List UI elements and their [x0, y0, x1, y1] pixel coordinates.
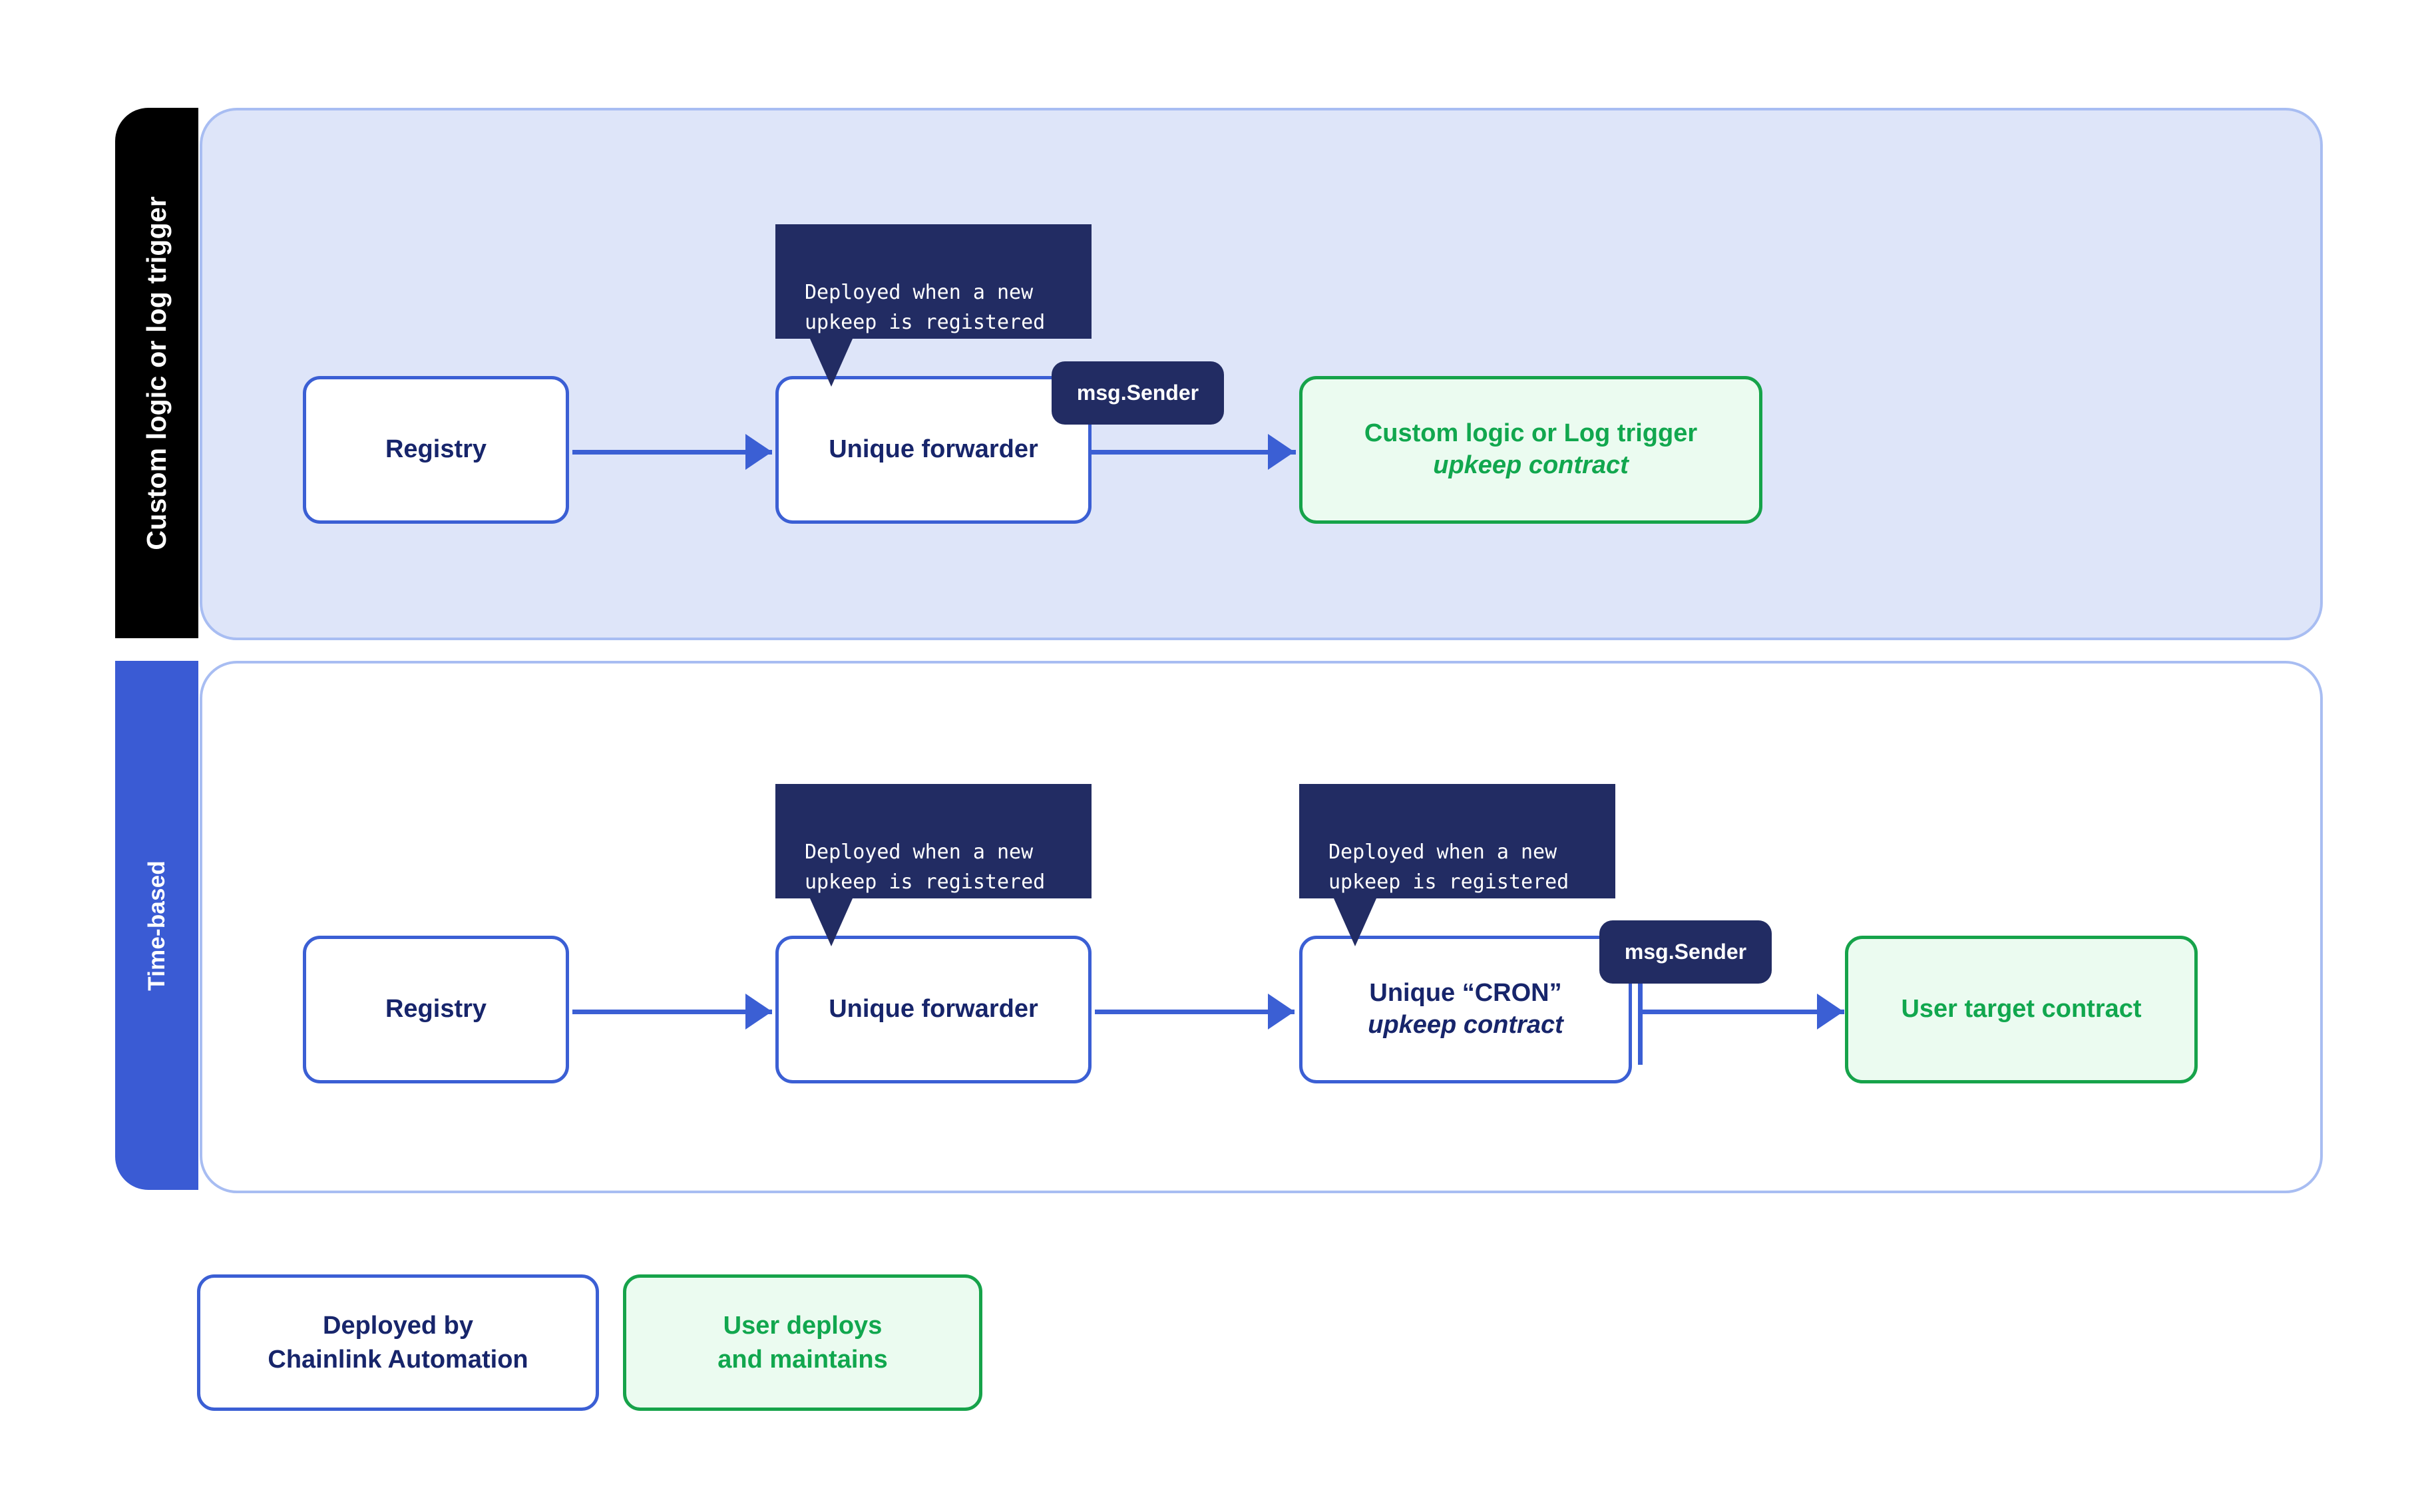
callout-text: Deployed when a new upkeep is registered [1328, 840, 1569, 894]
node-label: User target contract [1901, 995, 2142, 1024]
swimlane-panel-time-based [200, 661, 2323, 1193]
arrowhead-forwarder-row2 [745, 994, 772, 1030]
connector-cron-to-user-target-row2 [1638, 1010, 1844, 1014]
callout-cron-deployed-row2: Deployed when a new upkeep is registered [1299, 784, 1615, 946]
node-unique-cron-upkeep-contract-row2[interactable]: Unique “CRON” upkeep contract [1299, 936, 1632, 1083]
callout-forwarder-deployed-row1: Deployed when a new upkeep is registered [775, 224, 1092, 387]
node-custom-logic-upkeep-contract-row1[interactable]: Custom logic or Log trigger upkeep contr… [1299, 376, 1762, 524]
lane-label-custom-logic-or-log-trigger: Custom logic or log trigger [115, 108, 198, 638]
lane-label-time-based: Time-based [115, 661, 198, 1190]
callout-text: Deployed when a new upkeep is registered [805, 280, 1046, 335]
connector-forwarder-to-target-row1 [1063, 450, 1296, 455]
connector-forwarder-to-cron-row2 [1095, 1010, 1295, 1014]
connector-registry-to-forwarder-row2 [572, 1010, 772, 1014]
arrowhead-target-row1 [1268, 434, 1295, 470]
node-unique-forwarder-row2[interactable]: Unique forwarder [775, 936, 1092, 1083]
node-label-line2: upkeep contract [1433, 451, 1629, 479]
pill-msg-sender-row2: msg.Sender [1599, 920, 1772, 984]
node-label: Unique forwarder [829, 435, 1038, 464]
pill-label: msg.Sender [1624, 940, 1747, 964]
node-registry-row1[interactable]: Registry [303, 376, 569, 524]
pill-msg-sender-row1: msg.Sender [1052, 361, 1224, 425]
lane-label-text: Time-based [143, 860, 170, 991]
node-label: Registry [385, 995, 487, 1024]
node-user-target-contract-row2[interactable]: User target contract [1845, 936, 2198, 1083]
callout-tail [1334, 898, 1376, 946]
node-label: Registry [385, 435, 487, 464]
callout-tail [810, 339, 853, 387]
swimlane-panel-custom-logic [200, 108, 2323, 640]
connector-msgsender-droplink-row2 [1638, 972, 1643, 1065]
connector-registry-to-forwarder-row1 [572, 450, 772, 455]
legend-label-line2: and maintains [717, 1345, 888, 1374]
node-unique-forwarder-row1[interactable]: Unique forwarder [775, 376, 1092, 524]
arrowhead-forwarder-row1 [745, 434, 772, 470]
callout-text: Deployed when a new upkeep is registered [805, 840, 1046, 894]
legend-label-line1: Deployed by [323, 1311, 473, 1340]
node-label-line1: Custom logic or Log trigger [1364, 419, 1698, 448]
node-registry-row2[interactable]: Registry [303, 936, 569, 1083]
node-label-line2: upkeep contract [1368, 1011, 1563, 1039]
legend-label-line1: User deploys [723, 1311, 883, 1340]
node-label-line1: Unique “CRON” [1369, 979, 1562, 1008]
legend-deployed-by-chainlink-automation: Deployed by Chainlink Automation [197, 1274, 599, 1411]
lane-label-text: Custom logic or log trigger [141, 196, 172, 550]
legend-user-deploys-and-maintains: User deploys and maintains [623, 1274, 982, 1411]
callout-forwarder-deployed-row2: Deployed when a new upkeep is registered [775, 784, 1092, 946]
callout-tail [810, 898, 853, 946]
arrowhead-cron-row2 [1268, 994, 1295, 1030]
legend-label-line2: Chainlink Automation [268, 1345, 528, 1374]
node-label: Unique forwarder [829, 995, 1038, 1024]
arrowhead-user-target-row2 [1817, 994, 1844, 1030]
pill-label: msg.Sender [1076, 381, 1199, 405]
